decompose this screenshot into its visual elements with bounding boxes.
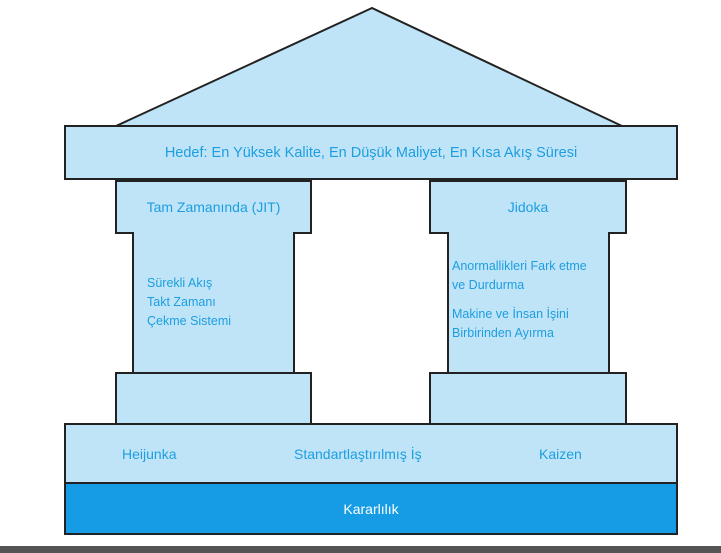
jit-item: Sürekli Akış <box>147 276 213 290</box>
foundation-item-standard-work: Standartlaştırılmış İş <box>294 445 422 462</box>
jit-item: Çekme Sistemi <box>147 314 232 328</box>
jidoka-item: Anormallikleri Fark etme ve Durdurma <box>452 259 587 292</box>
foundation-item-heijunka: Heijunka <box>122 445 177 462</box>
goal-beam: Hedef: En Yüksek Kalite, En Düşük Maliye… <box>64 125 678 180</box>
jidoka-pillar-shaft <box>447 232 610 374</box>
foundation-item-kaizen: Kaizen <box>539 445 582 462</box>
jit-items: Sürekli Akış Takt Zamanı Çekme Sistemi <box>147 274 287 331</box>
jit-pillar-shaft <box>132 232 295 374</box>
jit-item: Takt Zamanı <box>147 295 216 309</box>
jit-pillar-capital: Tam Zamanında (JIT) <box>115 180 312 234</box>
bottom-divider <box>0 546 721 553</box>
jidoka-item: Makine ve İnsan İşini Birbirinden Ayırma <box>452 307 569 340</box>
foundation-band: Heijunka Standartlaştırılmış İş Kaizen <box>64 423 678 484</box>
jidoka-pillar-base <box>429 372 627 425</box>
jidoka-pillar-capital: Jidoka <box>429 180 627 234</box>
jidoka-items: Anormallikleri Fark etme ve Durdurma Mak… <box>452 257 592 343</box>
stability-base: Kararlılık <box>64 482 678 535</box>
roof-triangle <box>115 6 623 127</box>
jit-pillar-base <box>115 372 312 425</box>
